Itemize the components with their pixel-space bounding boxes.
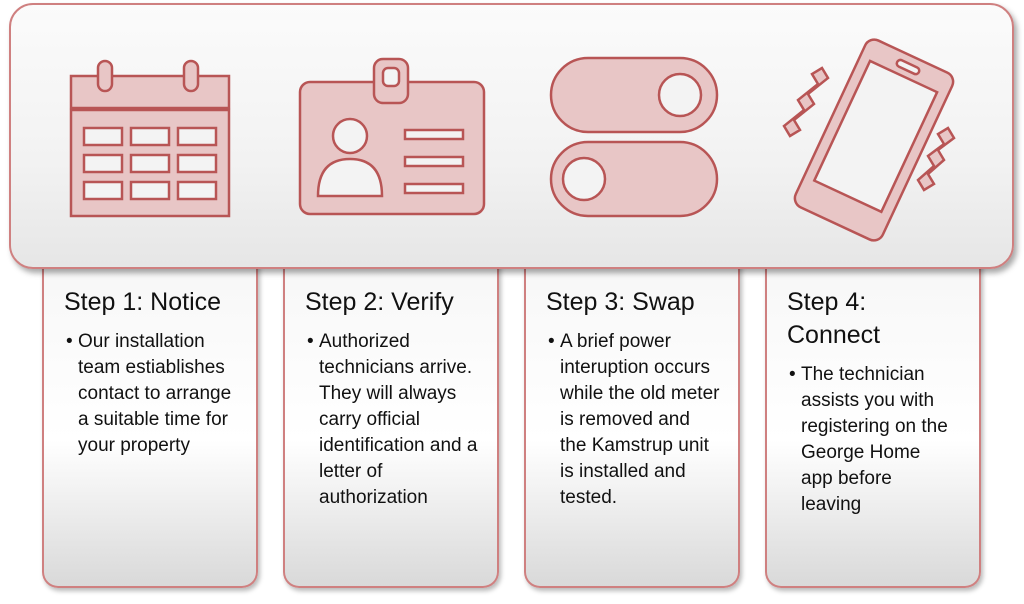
step-description-text: Our installation team estiablishes conta… xyxy=(78,331,232,456)
step-description-text: The technician assists you with register… xyxy=(801,364,948,515)
vibrating-phone-icon xyxy=(782,38,956,242)
step-description: •The technician assists you with registe… xyxy=(789,362,953,518)
bullet: • xyxy=(307,331,314,352)
bullet: • xyxy=(789,364,796,385)
step-description-text: Authorized technicians arrive. They will… xyxy=(319,331,478,508)
step-title: Step 3: Swap xyxy=(546,288,695,316)
step-card-1: Step 1: Notice •Our installation team es… xyxy=(42,262,258,588)
step-title: Step 2: Verify xyxy=(305,288,454,316)
bullet: • xyxy=(548,331,555,352)
step-description: •A brief power interuption occurs while … xyxy=(548,329,720,511)
step-description: •Our installation team estiablishes cont… xyxy=(66,329,238,459)
calendar-icon xyxy=(69,59,231,218)
id-badge-icon xyxy=(298,57,486,216)
step-title: Step 1: Notice xyxy=(64,288,222,316)
bullet: • xyxy=(66,331,73,352)
step-description: •Authorized technicians arrive. They wil… xyxy=(307,329,479,511)
step-title: Step 4: Connect xyxy=(787,288,881,349)
step-description-text: A brief power interuption occurs while t… xyxy=(560,331,720,508)
step-card-2: Step 2: Verify •Authorized technicians a… xyxy=(283,262,499,588)
toggle-switch-icon xyxy=(549,56,719,218)
step-card-4: Step 4: Connect •The technician assists … xyxy=(765,262,981,588)
step-card-3: Step 3: Swap •A brief power interuption … xyxy=(524,262,740,588)
